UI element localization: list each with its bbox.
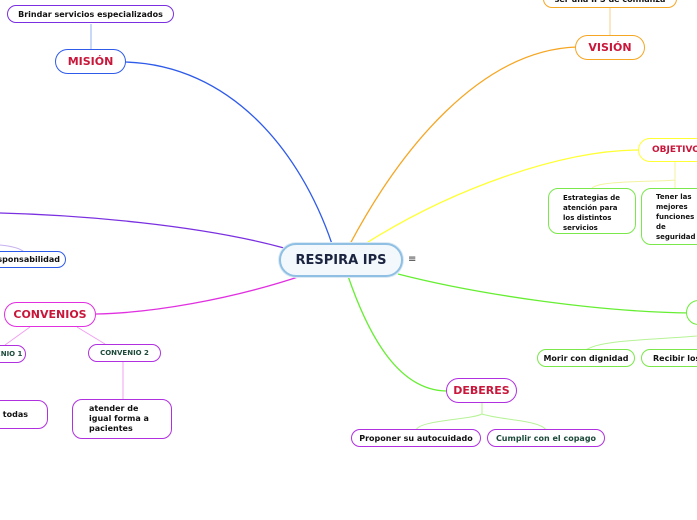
vision-child-node[interactable]: ser una IPS de confianza bbox=[543, 0, 677, 8]
objetivo-node[interactable]: OBJETIVO bbox=[638, 138, 697, 162]
deberes-node[interactable]: DEBERES bbox=[446, 378, 517, 403]
mision-node[interactable]: MISIÓN bbox=[55, 49, 126, 74]
link-left bbox=[0, 212, 285, 249]
convenio-1-child-frame: n todas bbox=[0, 399, 50, 430]
link-objetivo-children bbox=[591, 160, 676, 189]
convenios-node[interactable]: CONVENIOS bbox=[4, 302, 96, 327]
objetivo-frame: OBJETIVO bbox=[636, 136, 697, 164]
root-node[interactable]: RESPIRA IPS bbox=[279, 243, 403, 277]
derechos-child-frame: Recibir los bbox=[640, 348, 697, 368]
derechos-frame bbox=[685, 299, 697, 327]
link-convenios-children bbox=[4, 326, 106, 346]
convenio-1-node[interactable]: CONVENIO 1 bbox=[0, 345, 26, 363]
convenio-1-frame: CONVENIO 1 bbox=[0, 344, 28, 364]
objetivo-child-frame: Tener las mejores funciones de seguridad bbox=[640, 187, 697, 247]
deberes-child-node[interactable]: Cumplir con el copago bbox=[487, 429, 605, 447]
objetivo-child-node[interactable]: Estrategias de atención para los distint… bbox=[548, 188, 636, 234]
link-deberes-children bbox=[415, 403, 547, 431]
responsabilidad-frame: esponsabilidad bbox=[0, 250, 68, 269]
objetivo-child-node[interactable]: Tener las mejores funciones de seguridad bbox=[641, 188, 697, 245]
link-vision bbox=[349, 46, 578, 245]
link-objetivo bbox=[364, 149, 641, 245]
convenio-2-child-node[interactable]: atender de igual forma a pacientes bbox=[72, 399, 172, 439]
deberes-child-node[interactable]: Proponer su autocuidado bbox=[351, 429, 481, 447]
mision-child-node[interactable]: Brindar servicios especializados bbox=[7, 5, 174, 23]
link-derechos-children bbox=[585, 335, 697, 351]
link-convenios bbox=[95, 274, 305, 315]
responsabilidad-node[interactable]: esponsabilidad bbox=[0, 251, 66, 268]
link-mision bbox=[124, 61, 333, 245]
hamburger-menu-icon[interactable]: ≡ bbox=[408, 254, 417, 265]
derechos-child-node[interactable]: Recibir los bbox=[641, 349, 697, 367]
link-derechos bbox=[397, 273, 691, 314]
derechos-node[interactable] bbox=[686, 300, 697, 325]
derechos-child-node[interactable]: Morir con dignidad bbox=[537, 349, 635, 367]
link-deberes bbox=[347, 275, 447, 392]
vision-node[interactable]: VISIÓN bbox=[575, 35, 645, 60]
vision-child-frame: ser una IPS de confianza bbox=[540, 0, 680, 10]
convenio-2-node[interactable]: CONVENIO 2 bbox=[88, 344, 161, 362]
convenio-1-child-node[interactable]: n todas bbox=[0, 400, 48, 429]
